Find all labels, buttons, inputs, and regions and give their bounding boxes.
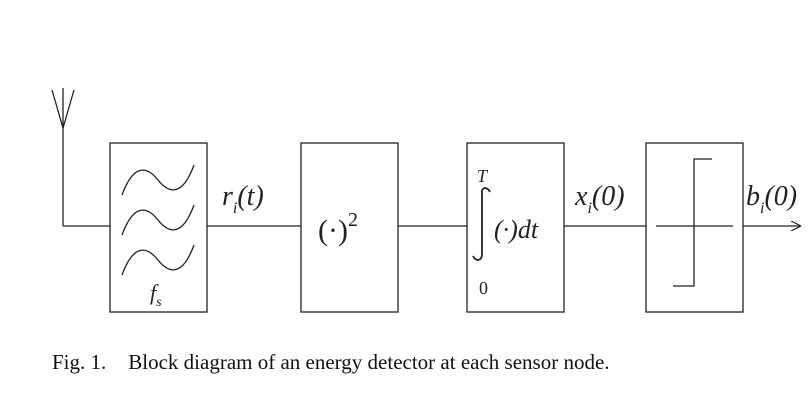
signal-r-subscript: i	[233, 200, 237, 217]
filter-symbol-subscript: s	[156, 295, 162, 310]
filter-wave-icon	[121, 164, 195, 276]
antenna-icon	[51, 88, 75, 226]
step-function-icon	[656, 158, 733, 287]
figure-caption-text: Block diagram of an energy detector at e…	[128, 350, 610, 374]
signal-label-x: xi(0)	[574, 181, 625, 217]
signal-b-subscript: i	[760, 200, 764, 217]
signal-x-symbol: x	[574, 181, 588, 212]
filter-symbol: fs	[150, 280, 162, 310]
signal-label-b: bi(0)	[746, 181, 797, 217]
signal-b-symbol: b	[746, 181, 760, 212]
threshold-comparator-block	[645, 142, 744, 313]
integrator-lower-limit: 0	[479, 278, 488, 298]
signal-r-argument: (t)	[237, 181, 263, 212]
signal-x-subscript: i	[587, 200, 591, 217]
squarer-symbol: (·)2	[318, 209, 358, 247]
integrator-block: T (·)dt 0	[466, 142, 565, 313]
signal-b-argument: (0)	[764, 181, 797, 212]
figure-caption: Fig. 1. Block diagram of an energy detect…	[52, 350, 792, 380]
signal-x-argument: (0)	[592, 181, 625, 212]
squarer-block: (·)2	[300, 142, 399, 313]
filter-symbol-main: f	[150, 280, 159, 305]
squarer-symbol-superscript: 2	[348, 209, 358, 231]
integrator-integrand: (·)dt	[494, 215, 539, 244]
integrator-upper-limit: T	[477, 166, 489, 186]
squarer-symbol-main: (·)	[318, 214, 348, 247]
integral-sign-icon	[472, 187, 491, 261]
bandpass-filter-block: fs	[109, 142, 208, 313]
signal-label-r: ri(t)	[222, 181, 264, 217]
figure-label: Fig. 1.	[52, 350, 107, 374]
signal-r-symbol: r	[222, 181, 233, 212]
